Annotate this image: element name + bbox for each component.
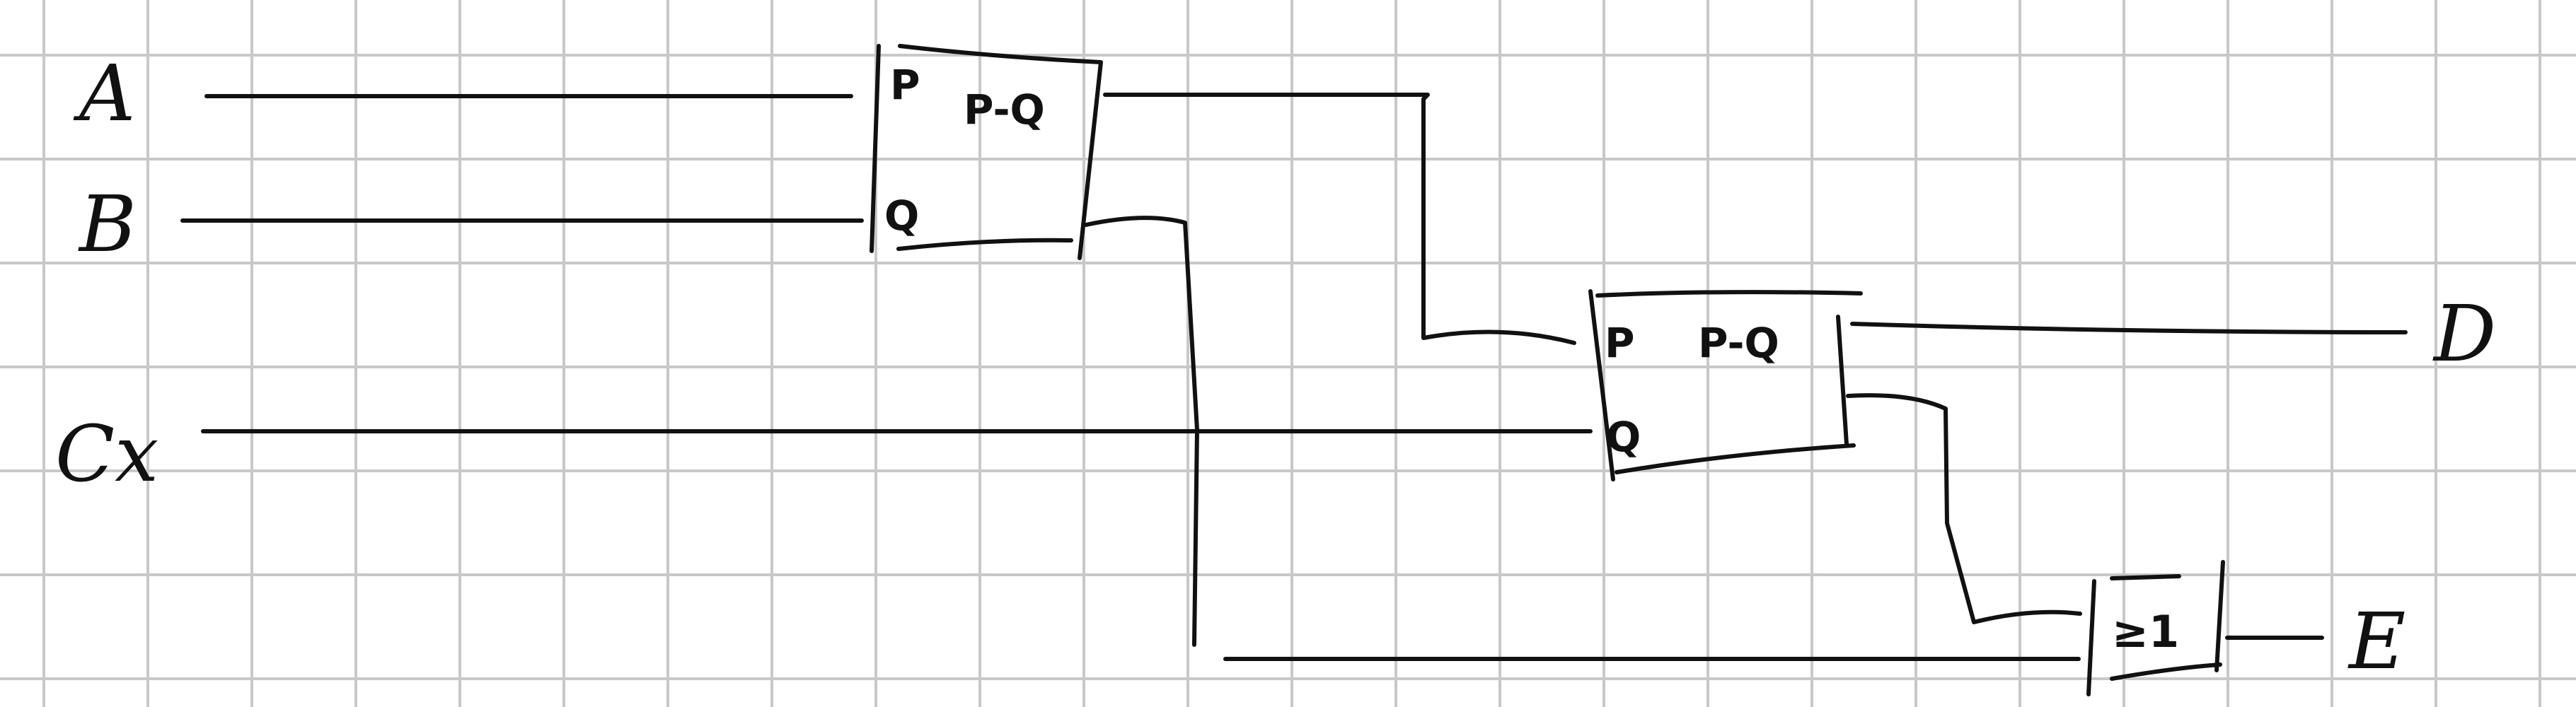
gate2-box [1588,289,1863,481]
gate1-box [870,44,1103,260]
output-label-e: E [2347,596,2405,686]
wire-gate1-top-to-gate2-p [1103,93,1576,345]
threshold-gate-box [2086,560,2225,696]
input-label-b: B [78,179,137,269]
input-label-a: A [73,48,135,139]
wire-gate2-q-to-threshold [1846,393,2082,624]
wire-gate2-to-d [1850,322,2408,334]
gate1-port-q: Q [884,192,919,240]
wire-gate1-q-down [1084,216,1199,647]
threshold-gate-label: ≥1 [2112,606,2179,658]
gate2-port-p: P [1605,319,1635,367]
gate1-output-label: P-Q [964,86,1045,134]
input-label-cx: Cx [55,409,158,499]
gate2-output-label: P-Q [1698,319,1779,367]
gate1-port-p: P [890,61,920,109]
gate2-port-q: Q [1606,413,1641,461]
output-label-d: D [2432,288,2496,379]
